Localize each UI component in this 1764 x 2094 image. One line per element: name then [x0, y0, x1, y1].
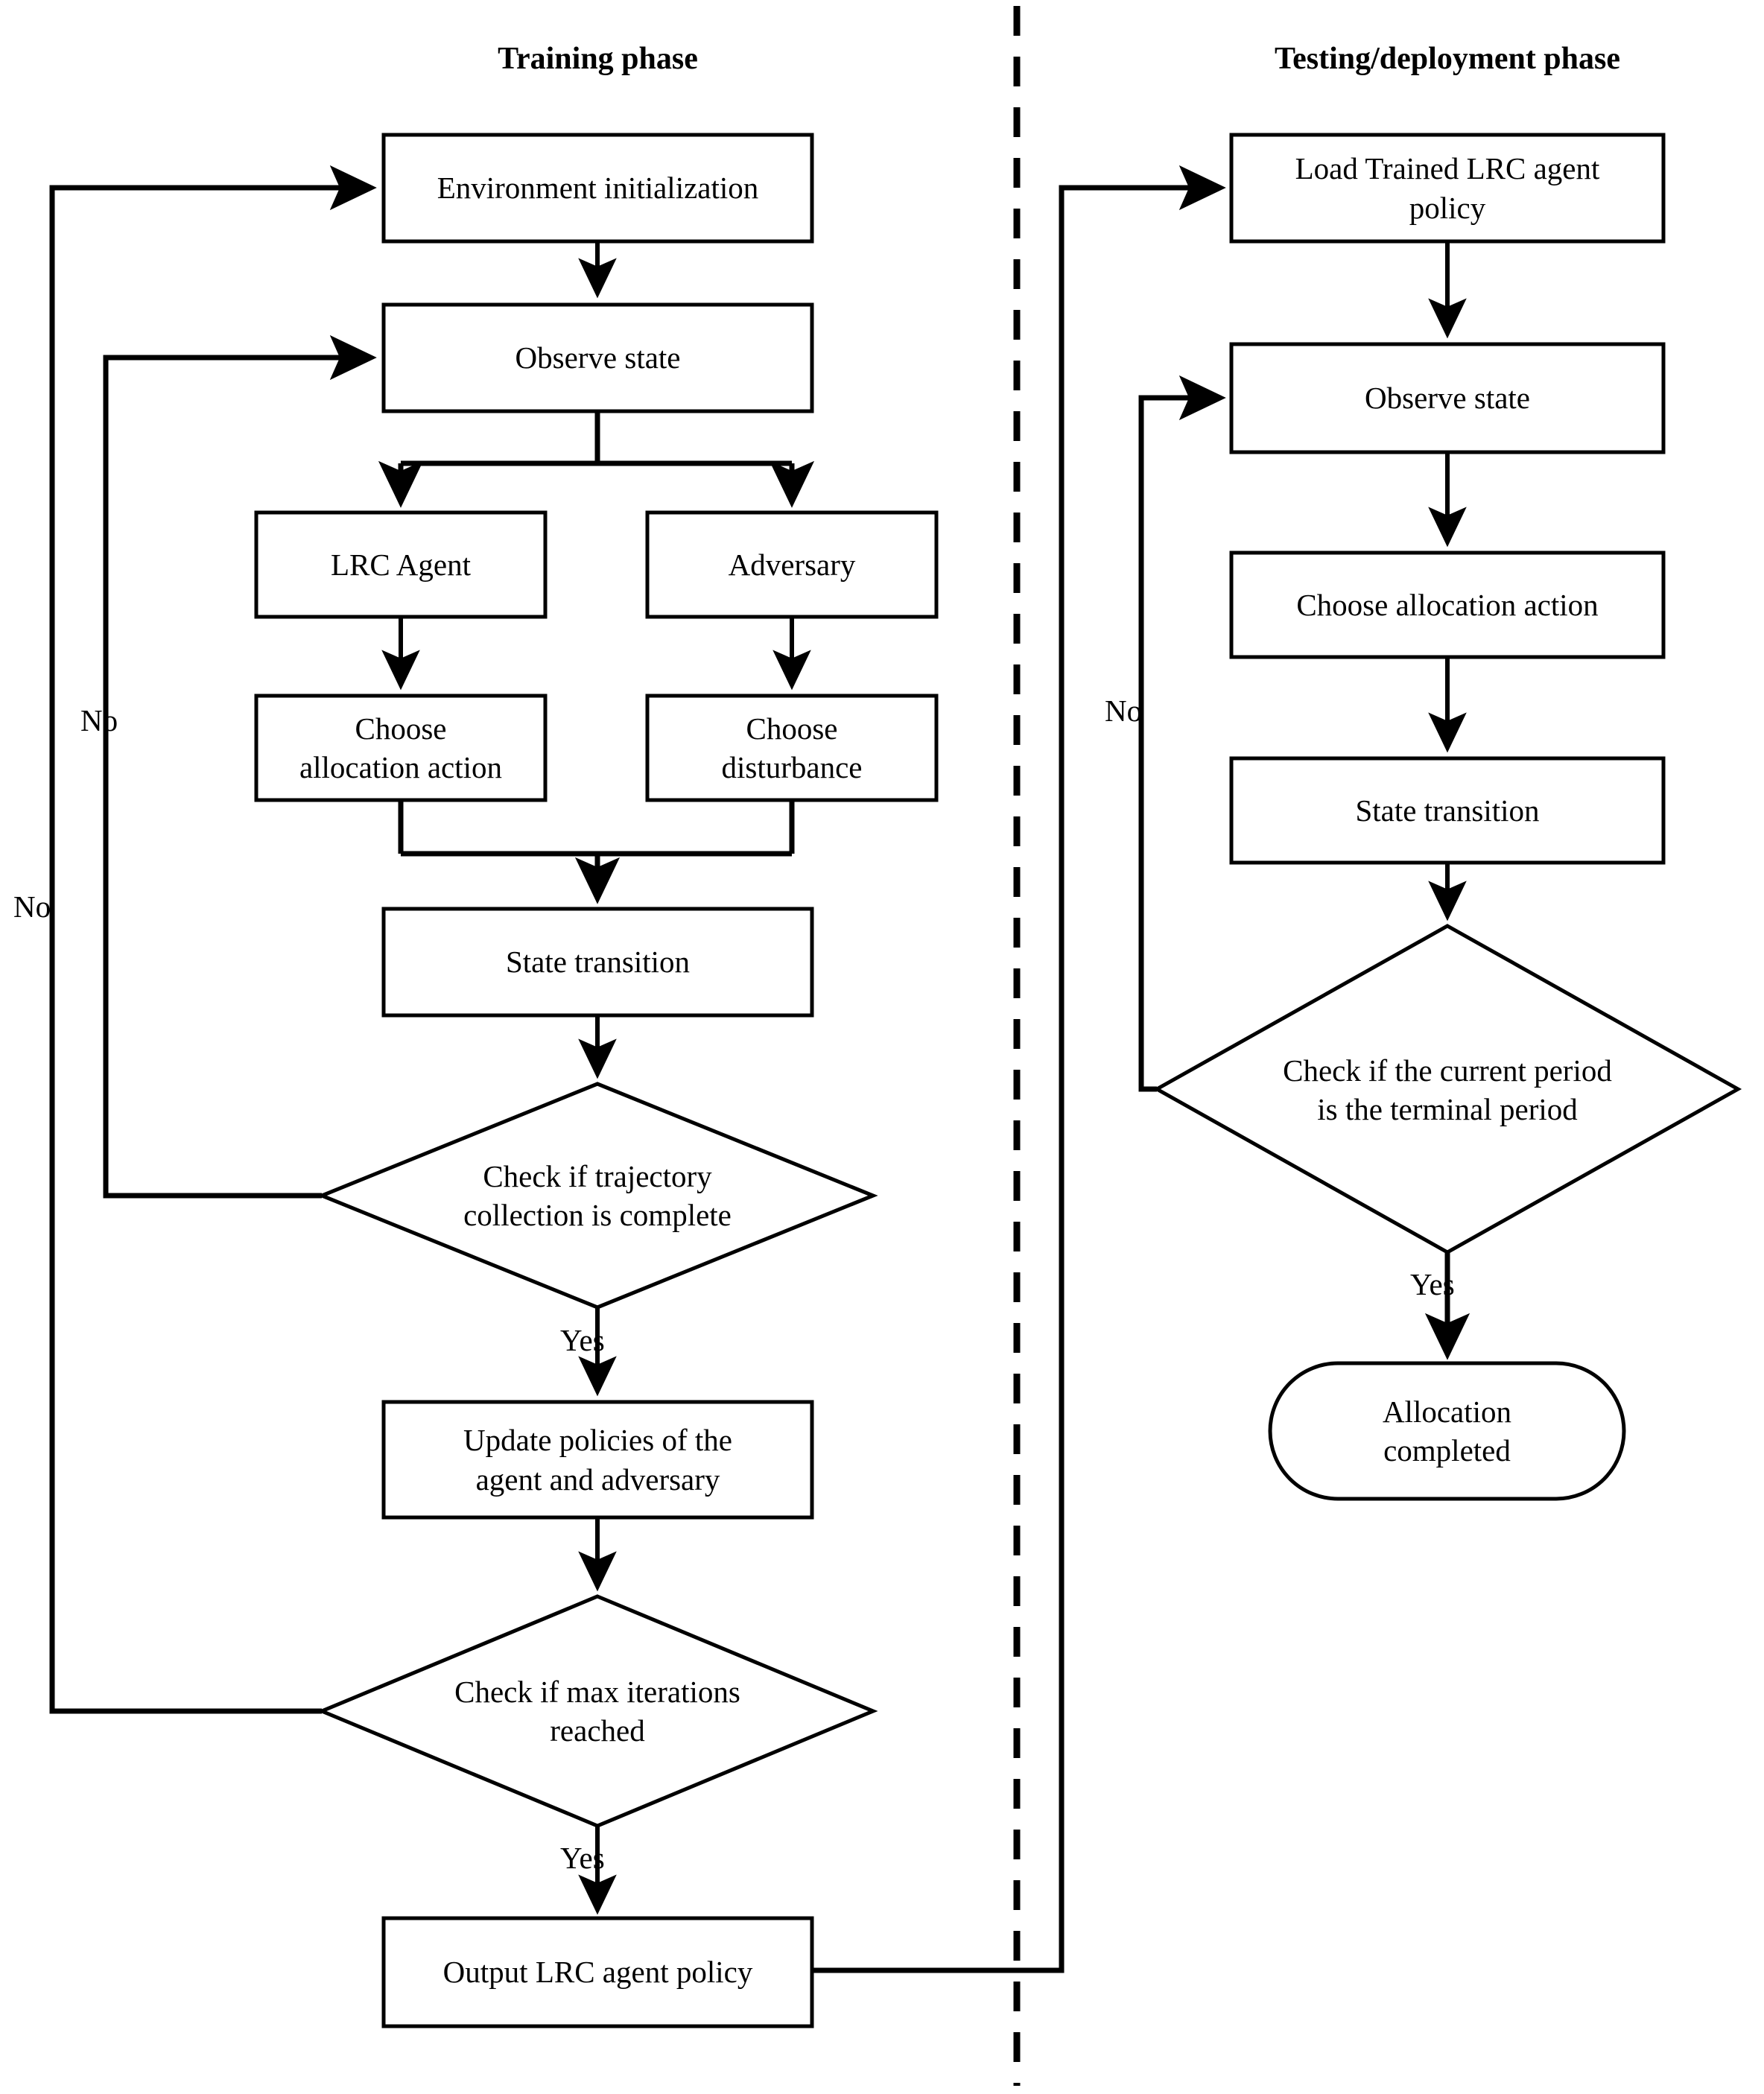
shape-state-transition-test[interactable]	[1229, 756, 1666, 865]
shape-adversary[interactable]	[645, 510, 939, 619]
shape-choose-disturbance[interactable]	[645, 694, 939, 802]
shape-update-policies[interactable]	[381, 1400, 814, 1520]
edge-output-to-loadpolicy	[812, 165, 1226, 1973]
shape-check-terminal-period[interactable]	[1152, 924, 1742, 1254]
training-phase-title: Training phase	[498, 42, 698, 76]
shape-check-max-iterations[interactable]	[317, 1594, 878, 1828]
shape-choose-allocation-train[interactable]	[254, 694, 548, 802]
shape-load-policy[interactable]	[1229, 133, 1666, 244]
edge-label-trajectory-no: No	[80, 703, 118, 737]
edge-trajectory-no-loop	[103, 334, 377, 1199]
shape-lrc-agent[interactable]	[254, 510, 548, 619]
edge-terminal-no-loop	[1138, 375, 1226, 1092]
edge-label-trajectory-yes: Yes	[560, 1323, 605, 1357]
shape-allocation-completed[interactable]	[1268, 1361, 1626, 1501]
edge-maxiter-no-loop	[49, 165, 377, 1714]
edge-label-maxiter-no: No	[13, 889, 51, 924]
edge-label-terminal-yes: Yes	[1410, 1267, 1455, 1301]
testing-phase-title: Testing/deployment phase	[1274, 42, 1621, 76]
shape-observe-state-train[interactable]	[381, 302, 814, 413]
edge-label-maxiter-yes: Yes	[560, 1841, 605, 1875]
shape-check-trajectory[interactable]	[317, 1082, 878, 1310]
shape-env-init[interactable]	[381, 133, 814, 244]
shape-observe-state-test[interactable]	[1229, 342, 1666, 454]
shape-choose-allocation-test[interactable]	[1229, 551, 1666, 659]
shape-state-transition-train[interactable]	[381, 907, 814, 1018]
edge-label-terminal-no: No	[1105, 694, 1143, 728]
shape-output-policy[interactable]	[381, 1916, 814, 2028]
